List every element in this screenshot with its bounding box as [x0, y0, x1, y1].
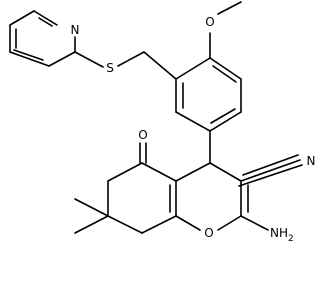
ketone-oxygen-label: O — [138, 128, 147, 142]
thioether-linker — [74, 51, 177, 80]
cyclohexenone-ring — [107, 162, 177, 234]
pyran-ring — [169, 162, 249, 231]
sulfur-label: S — [106, 61, 114, 75]
gem-dimethyl — [74, 198, 109, 234]
amino-bond — [240, 215, 269, 231]
pyridine-ring — [9, 10, 76, 67]
ring-oxygen-label: O — [204, 226, 213, 240]
nitrile-nitrogen-label: N — [307, 154, 316, 168]
benzene-ring — [175, 57, 242, 132]
methoxy-group — [209, 1, 242, 59]
pyridine-nitrogen-label: N — [71, 23, 80, 37]
nitrile-group — [238, 154, 303, 187]
amino-label: NH2 — [270, 226, 294, 244]
methoxy-oxygen-label: O — [205, 15, 214, 29]
ketone-group — [139, 142, 147, 164]
